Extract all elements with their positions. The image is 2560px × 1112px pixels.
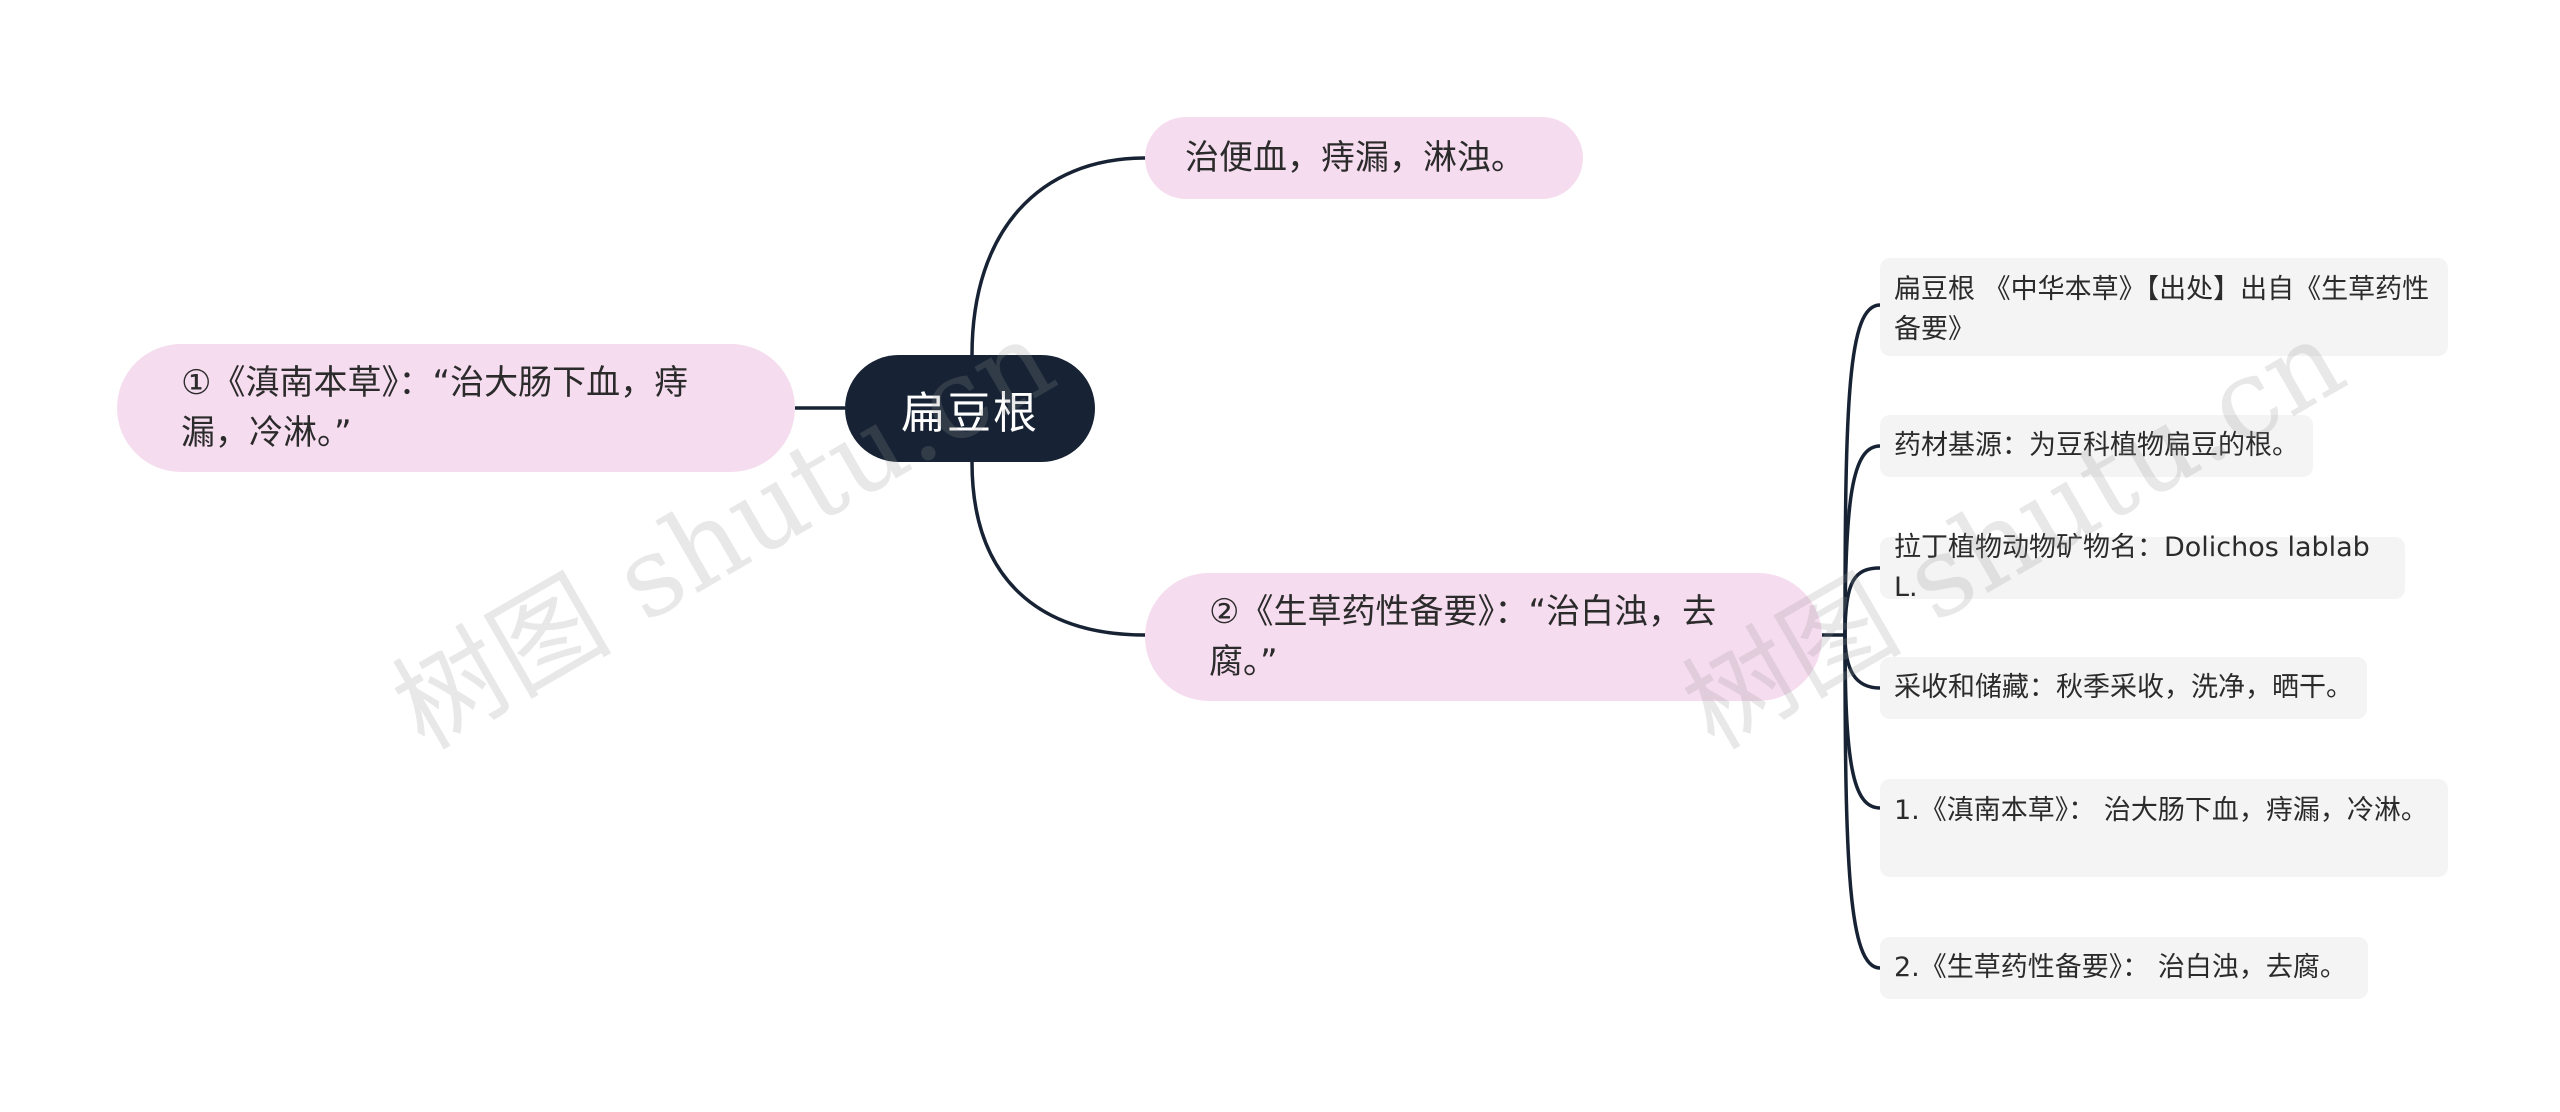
- leaf-node-5[interactable]: 1.《滇南本草》： 治大肠下血，痔漏，冷淋。: [1880, 779, 2448, 877]
- connector-leaf-5: [1843, 634, 1881, 810]
- leaf-3-label: 拉丁植物动物矿物名：Dolichos lablab L.: [1894, 532, 2370, 603]
- leaf-node-2[interactable]: 药材基源：为豆科植物扁豆的根。: [1880, 415, 2313, 477]
- connector-root-top: [970, 156, 1146, 356]
- branch-node-top[interactable]: 治便血，痔漏，淋浊。: [1145, 117, 1583, 199]
- connector-root-right: [970, 461, 1146, 637]
- leaf-node-4[interactable]: 采收和储藏：秋季采收，洗净，晒干。: [1880, 657, 2367, 719]
- connector-leaf-3: [1843, 566, 1881, 636]
- connector-leaf-6: [1843, 634, 1881, 970]
- leaf-node-6[interactable]: 2.《生草药性备要》： 治白浊，去腐。: [1880, 937, 2368, 999]
- root-node-label: 扁豆根: [901, 387, 1039, 439]
- leaf-4-label: 采收和储藏：秋季采收，洗净，晒干。: [1894, 672, 2353, 703]
- branch-node-left[interactable]: ①《滇南本草》：“治大肠下血，痔漏，冷淋。”: [117, 344, 795, 472]
- leaf-node-3[interactable]: 拉丁植物动物矿物名：Dolichos lablab L.: [1880, 532, 2405, 603]
- branch-left-label: ①《滇南本草》：“治大肠下血，痔漏，冷淋。”: [181, 363, 689, 453]
- leaf-5-label: 1.《滇南本草》： 治大肠下血，痔漏，冷淋。: [1894, 795, 2428, 826]
- root-node[interactable]: 扁豆根: [845, 355, 1095, 462]
- branch-top-label: 治便血，痔漏，淋浊。: [1185, 138, 1525, 178]
- branch-right-label: ②《生草药性备要》：“治白浊，去腐。”: [1209, 592, 1717, 682]
- connector-leaf-4: [1843, 634, 1881, 690]
- connector-leaf-2: [1843, 444, 1881, 636]
- leaf-2-label: 药材基源：为豆科植物扁豆的根。: [1894, 430, 2299, 461]
- branch-node-right[interactable]: ②《生草药性备要》：“治白浊，去腐。”: [1145, 573, 1822, 701]
- leaf-6-label: 2.《生草药性备要》： 治白浊，去腐。: [1894, 952, 2347, 983]
- leaf-node-1[interactable]: 扁豆根 《中华本草》【出处】出自《生草药性备要》: [1880, 258, 2448, 356]
- leaf-1-label: 扁豆根 《中华本草》【出处】出自《生草药性备要》: [1894, 274, 2430, 345]
